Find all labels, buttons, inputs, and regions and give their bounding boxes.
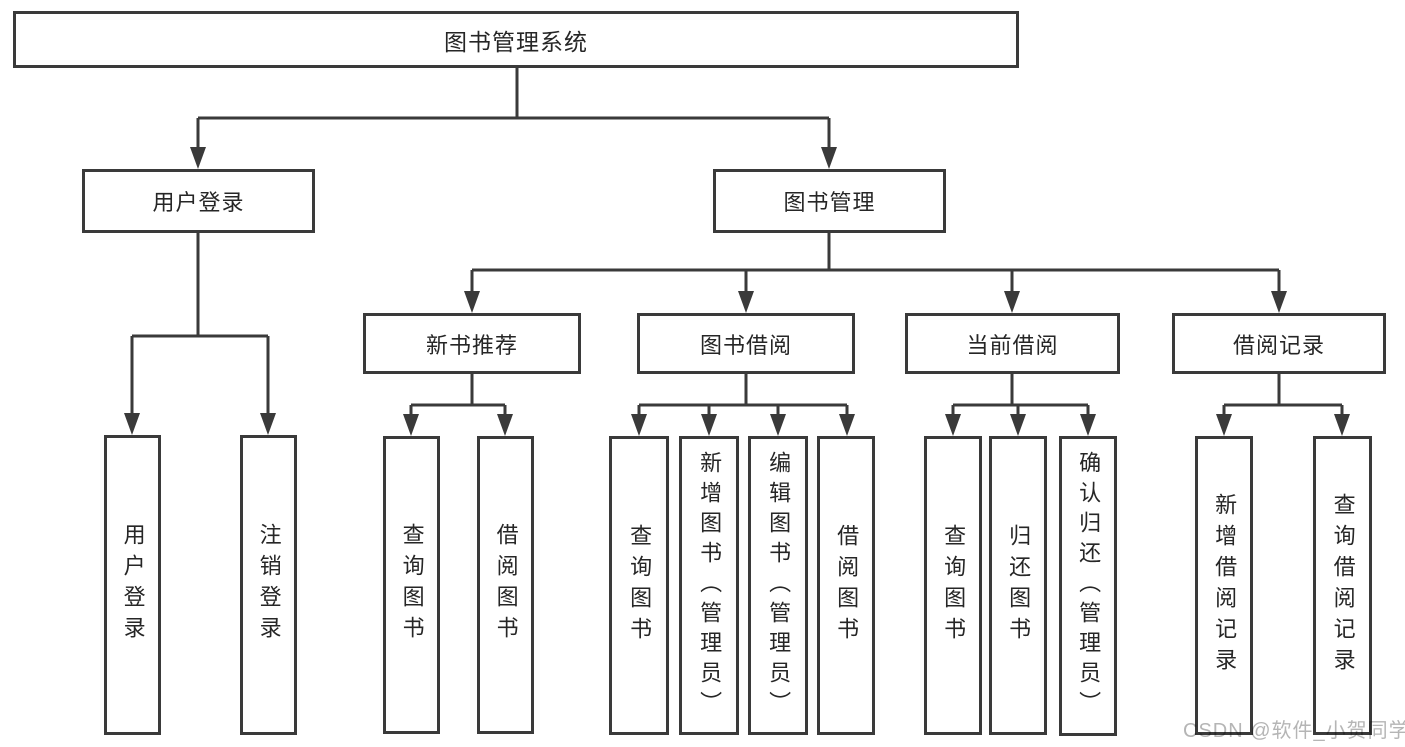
node-label: 新书推荐 (425, 332, 518, 358)
node-label: 新增借阅记录 (1212, 492, 1238, 679)
leaf-borrow-books-recommend: 借阅图书 (477, 436, 534, 734)
leaf-query-books-current: 查询图书 (924, 436, 982, 735)
node-borrowing-records: 借阅记录 (1172, 313, 1386, 374)
node-label: 注销登录 (256, 523, 282, 647)
node-user-login: 用户登录 (82, 169, 315, 233)
node-label: 借阅记录 (1232, 332, 1325, 358)
leaf-logout: 注销登录 (240, 435, 297, 735)
leaf-query-books-borrowing: 查询图书 (609, 436, 669, 735)
leaf-query-books-recommend: 查询图书 (383, 436, 440, 734)
node-label: 用户登录 (152, 190, 245, 215)
node-label: 新增图书（管理员） (697, 450, 723, 721)
node-label: 编辑图书（管理员） (766, 450, 792, 721)
node-label: 确认归还（管理员） (1076, 451, 1102, 721)
node-label: 查询借阅记录 (1330, 492, 1356, 679)
leaf-return-book: 归还图书 (989, 436, 1047, 735)
leaf-query-borrow-record: 查询借阅记录 (1313, 436, 1372, 735)
node-label: 图书借阅 (699, 332, 792, 358)
node-label: 图书管理系统 (444, 28, 588, 55)
node-label: 图书管理 (783, 190, 876, 215)
node-library-management-system: 图书管理系统 (13, 11, 1019, 68)
leaf-add-borrow-record: 新增借阅记录 (1195, 436, 1253, 735)
node-label: 查询图书 (627, 523, 653, 648)
node-label: 当前借阅 (966, 332, 1059, 358)
node-book-borrowing: 图书借阅 (637, 313, 855, 374)
node-label: 用户登录 (120, 523, 146, 647)
node-label: 归还图书 (1006, 523, 1032, 648)
node-label: 查询图书 (941, 523, 967, 648)
leaf-borrow-books-borrowing: 借阅图书 (817, 436, 875, 735)
leaf-confirm-return-admin: 确认归还（管理员） (1059, 436, 1117, 736)
node-book-management: 图书管理 (713, 169, 946, 233)
node-current-borrowing: 当前借阅 (905, 313, 1120, 374)
node-new-book-recommendation: 新书推荐 (363, 313, 581, 374)
tree-edges (130, 67, 1344, 417)
node-label: 查询图书 (399, 523, 425, 647)
watermark: CSDN @软件_小贺同学 (1183, 720, 1405, 742)
node-label: 借阅图书 (834, 523, 860, 648)
node-label: 借阅图书 (493, 523, 519, 647)
leaf-edit-book-admin: 编辑图书（管理员） (748, 436, 808, 735)
leaf-user-login: 用户登录 (104, 435, 161, 735)
leaf-add-book-admin: 新增图书（管理员） (679, 436, 739, 735)
